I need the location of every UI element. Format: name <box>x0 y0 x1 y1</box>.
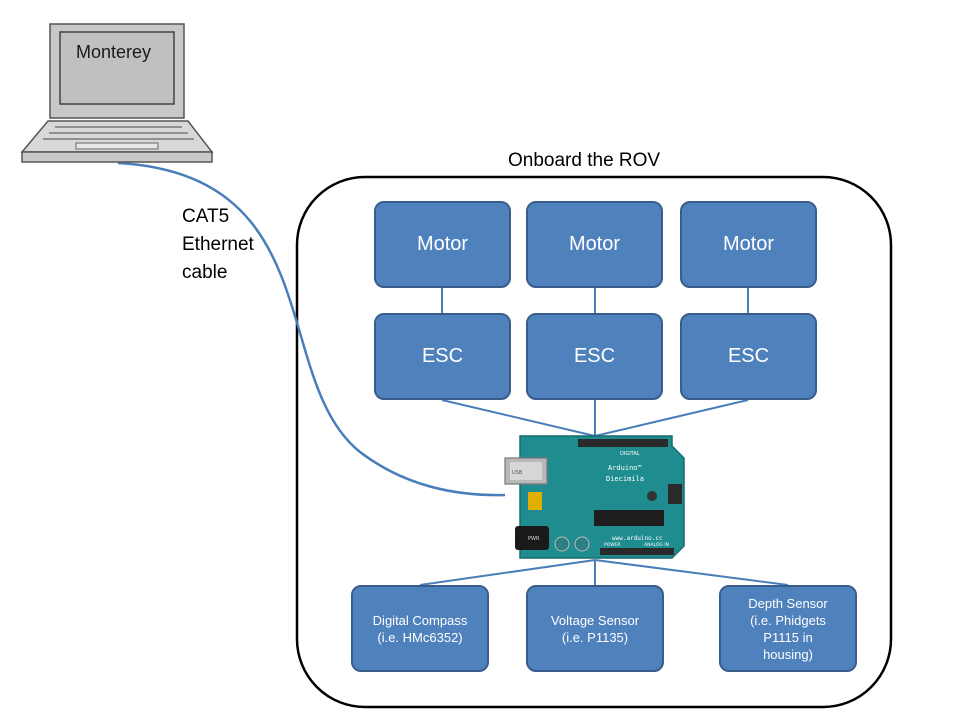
link-board-compass <box>419 559 596 586</box>
motor-box-3: Motor <box>680 201 817 288</box>
link-esc1-board <box>441 399 596 437</box>
cable-label-line2: Ethernet <box>182 234 254 255</box>
depth-line3: P1115 in <box>763 629 813 645</box>
motor-label-3: Motor <box>722 233 775 255</box>
header-pins-bottom <box>600 548 674 555</box>
esc-label-1: ESC <box>421 345 464 367</box>
laptop-icon <box>20 23 214 163</box>
esc-box-2: ESC <box>526 313 663 400</box>
digital-label: DIGITAL <box>620 451 640 457</box>
header-pins-top <box>578 439 668 447</box>
power-label: POWER <box>604 542 621 548</box>
motor-label-1: Motor <box>416 233 469 255</box>
voltage-box: Voltage Sensor (i.e. P1135) <box>526 585 664 672</box>
board-name-line2: Diecimila <box>606 475 644 483</box>
depth-line2: (i.e. Phidgets <box>750 612 826 628</box>
chip <box>594 510 664 526</box>
reset-button <box>647 491 657 501</box>
voltage-line1: Voltage Sensor <box>550 612 640 628</box>
esc-label-3: ESC <box>727 345 770 367</box>
arduino-board: Arduino™ Diecimila www.arduino.cc USB PW… <box>504 435 685 559</box>
capacitor-1 <box>554 536 570 552</box>
power-jack <box>515 526 549 550</box>
compass-box: Digital Compass (i.e. HMc6352) <box>351 585 489 672</box>
laptop-label: Monterey <box>76 42 152 62</box>
board-url: www.arduino.cc <box>612 535 663 542</box>
esc-label-2: ESC <box>573 345 616 367</box>
esc-box-3: ESC <box>680 313 817 400</box>
cable-label-line1: CAT5 <box>182 206 230 227</box>
motor-label-2: Motor <box>568 233 621 255</box>
pwr-label: PWR <box>528 536 540 542</box>
voltage-line2: (i.e. P1135) <box>561 629 629 645</box>
compass-line2: (i.e. HMc6352) <box>377 629 463 645</box>
analog-label: ANALOG IN <box>644 542 669 548</box>
rov-enclosure <box>295 175 893 709</box>
capacitor-2 <box>574 536 590 552</box>
motor-box-1: Motor <box>374 201 511 288</box>
link-board-depth <box>594 559 789 586</box>
cable-label: CAT5 Ethernet cable <box>182 203 254 287</box>
depth-line1: Depth Sensor <box>748 595 828 611</box>
motor-box-2: Motor <box>526 201 663 288</box>
depth-line4: housing) <box>763 646 813 662</box>
esc-box-1: ESC <box>374 313 511 400</box>
usb-label: USB <box>512 470 523 476</box>
rov-title: Onboard the ROV <box>508 150 661 171</box>
cable-label-line3: cable <box>182 262 228 283</box>
compass-line1: Digital Compass <box>372 612 468 628</box>
board-name-line1: Arduino™ <box>608 464 642 472</box>
ethernet-cable <box>117 161 506 497</box>
depth-box: Depth Sensor (i.e. Phidgets P1115 in hou… <box>719 585 857 672</box>
link-esc3-board <box>594 399 749 437</box>
